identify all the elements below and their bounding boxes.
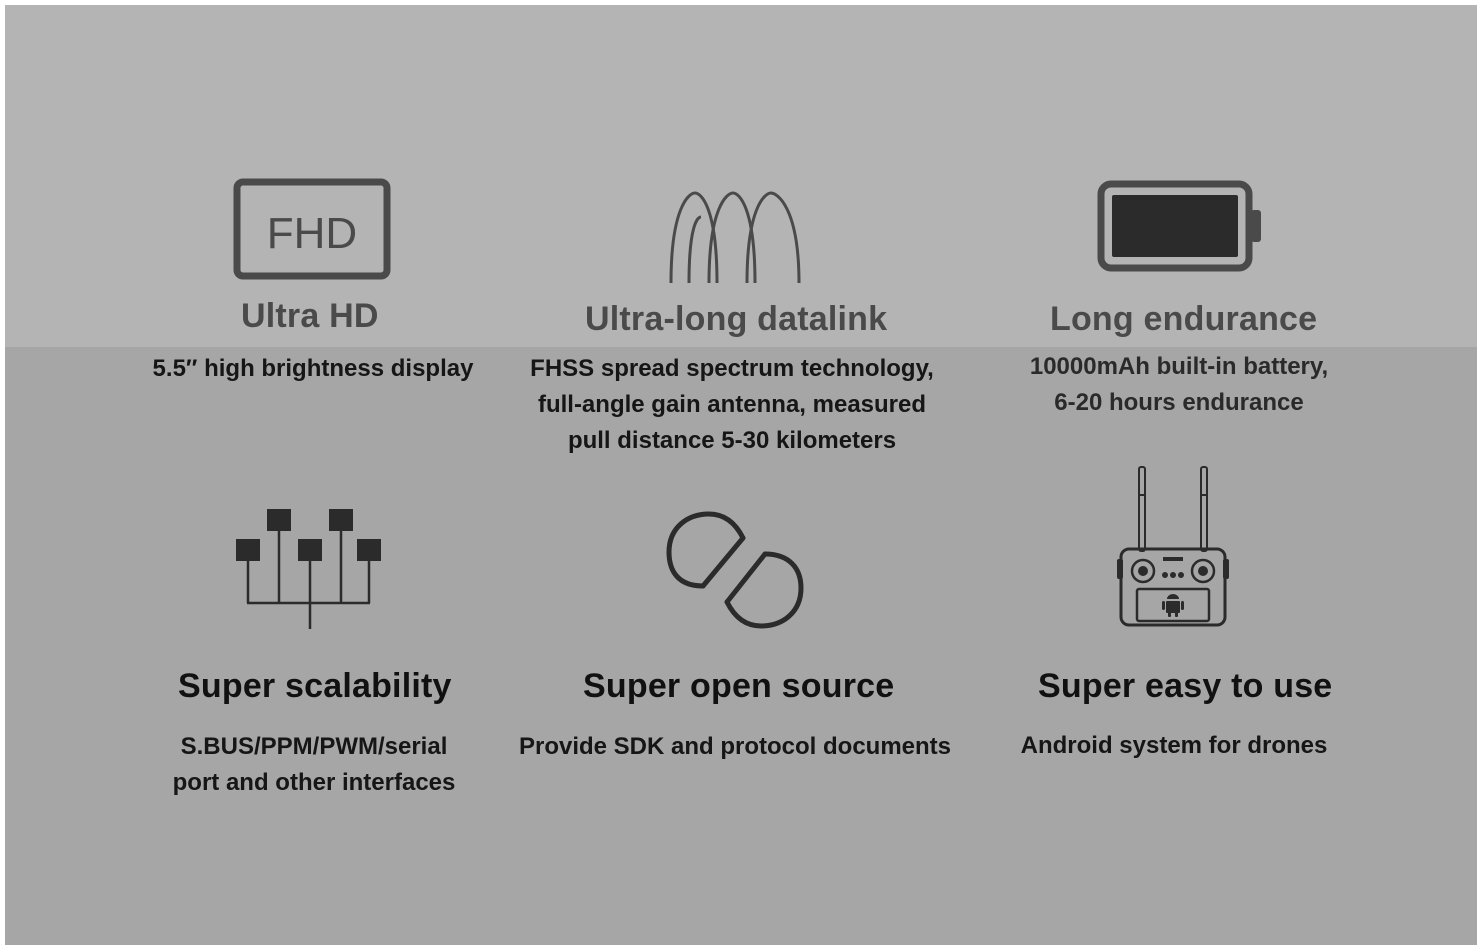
easy-use-desc: Android system for drones (1008, 728, 1340, 764)
datalink-desc-line-3: pull distance 5-30 kilometers (567, 427, 897, 454)
link-icon (665, 508, 805, 632)
endurance-desc: 10000mAh built-in battery, 6-20 hours en… (1005, 349, 1353, 421)
top-band (5, 5, 1477, 347)
remote-controller-icon (1115, 465, 1231, 629)
battery-icon (1097, 180, 1267, 272)
scalability-desc-line-1: S.BUS/PPM/PWM/serial (180, 733, 448, 760)
datalink-desc-line-1: FHSS spread spectrum technology, (530, 355, 934, 382)
fhd-icon-text: FHD (267, 209, 357, 258)
endurance-desc-line-1: 10000mAh built-in battery, (1029, 353, 1329, 380)
easy-use-desc-line: Android system for drones (1020, 732, 1328, 759)
datalink-desc: FHSS spread spectrum technology, full-an… (510, 351, 954, 459)
fhd-display-icon: FHD (233, 178, 393, 282)
feature-panel: FHD Ultra HD 5.5″ high brightness displa… (5, 5, 1477, 945)
open-source-desc: Provide SDK and protocol documents (513, 729, 957, 765)
datalink-desc-line-2: full-angle gain antenna, measured (537, 391, 927, 418)
datalink-title: Ultra-long datalink (585, 300, 888, 338)
open-source-desc-line: Provide SDK and protocol documents (518, 733, 952, 760)
ultra-hd-title: Ultra HD (241, 297, 379, 335)
scalability-desc: S.BUS/PPM/PWM/serial port and other inte… (155, 729, 473, 801)
ultra-hd-desc-line: 5.5″ high brightness display (152, 355, 474, 382)
endurance-desc-line-2: 6-20 hours endurance (1054, 389, 1304, 416)
endurance-title: Long endurance (1050, 300, 1318, 338)
antenna-signal-icon (665, 187, 805, 287)
scalability-title: Super scalability (178, 667, 452, 705)
interfaces-tree-icon (233, 507, 383, 631)
easy-use-title: Super easy to use (1038, 667, 1333, 705)
ultra-hd-desc: 5.5″ high brightness display (145, 351, 481, 387)
open-source-title: Super open source (583, 667, 895, 705)
scalability-desc-line-2: port and other interfaces (172, 769, 456, 796)
